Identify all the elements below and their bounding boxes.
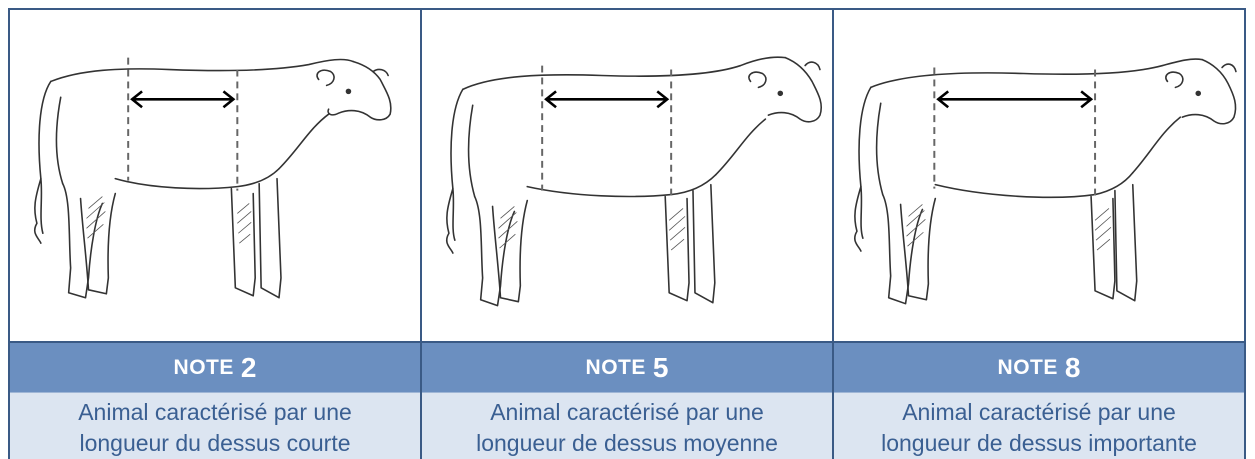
note-description: Animal caractérisé par une longueur du d… [10,393,420,459]
description-line-1: Animal caractérisé par une [78,397,352,428]
cow-illustration [834,10,1244,341]
cow-illustration [10,10,420,341]
cow-illustration [422,10,832,341]
note-label: NOTE [586,356,646,380]
cow-drawing-1 [10,10,420,341]
description-line-1: Animal caractérisé par une [902,397,1176,428]
note-value: 2 [241,352,257,384]
panel-note-5: NOTE 5 Animal caractérisé par une longue… [420,10,832,459]
note-header: NOTE 8 [834,341,1244,393]
note-label: NOTE [998,356,1058,380]
note-header: NOTE 2 [10,341,420,393]
cow-drawing-3 [834,10,1244,341]
note-label: NOTE [174,356,234,380]
panel-note-2: NOTE 2 Animal caractérisé par une longue… [10,10,420,459]
description-line-1: Animal caractérisé par une [490,397,764,428]
note-header: NOTE 5 [422,341,832,393]
cow-topline-grid: NOTE 2 Animal caractérisé par une longue… [8,8,1246,459]
cow-drawing-2 [422,10,832,341]
note-description: Animal caractérisé par une longueur de d… [834,393,1244,459]
panel-note-8: NOTE 8 Animal caractérisé par une longue… [832,10,1244,459]
description-line-2: longueur de dessus importante [881,428,1197,459]
note-value: 8 [1065,352,1081,384]
description-line-2: longueur de dessus moyenne [476,428,778,459]
note-description: Animal caractérisé par une longueur de d… [422,393,832,459]
note-value: 5 [653,352,669,384]
description-line-2: longueur du dessus courte [79,428,350,459]
